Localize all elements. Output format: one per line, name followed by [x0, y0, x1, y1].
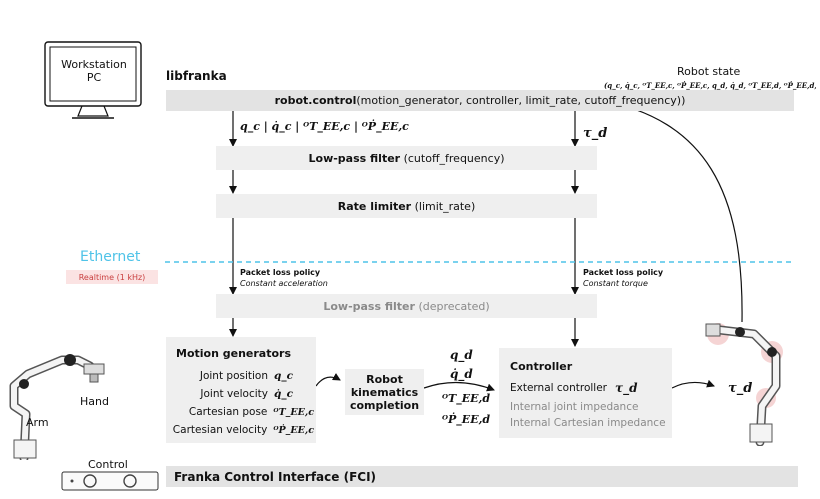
robot-control-bar: robot.control(motion_generator, controll… [166, 90, 794, 111]
kinematics-line1: Robot [366, 372, 403, 386]
realtime-badge: Realtime (1 kHz) [66, 270, 158, 284]
mg-row-label: Joint velocity [200, 388, 268, 400]
robot-state-title: Robot state [677, 65, 741, 78]
packet-loss-left-title: Packet loss policy [240, 268, 321, 277]
controller-title: Controller [510, 360, 573, 373]
control-label: Control [88, 458, 128, 471]
lowpass-deprecated-param: (deprecated) [418, 299, 490, 313]
fci-prefix: Franka Control Interface ( [174, 469, 350, 484]
workstation-line2: PC [86, 71, 102, 84]
lowpass-deprecated-name: Low-pass filter [323, 299, 415, 313]
tau-output: τ_d [728, 381, 753, 396]
rate-limiter-box: Rate limiter (limit_rate) [216, 194, 597, 218]
rate-limiter-param: (limit_rate) [414, 199, 476, 213]
fci-suffix: ) [370, 469, 377, 484]
arrow-mg-to-kinematics [315, 373, 341, 387]
mg-row: Cartesian pose ᴼT_EE,c [170, 403, 314, 421]
robot-state-vars: (q_c, q̇_c, ᴼT_EE,c, ᴼṖ_EE,c, q_d, q̇_d,… [604, 81, 816, 90]
robot-control-fn: robot.control [274, 94, 357, 107]
controller-external-sym: τ_d [615, 381, 638, 395]
workstation-line1: Workstation [61, 58, 127, 71]
hand-label: Hand [80, 395, 109, 408]
packet-loss-left-sub: Constant acceleration [240, 279, 328, 288]
mid-signal-dqd: q̇_d [450, 367, 473, 381]
mg-row: Joint velocity q̇_c [170, 385, 314, 403]
arm-label: Arm [26, 416, 49, 429]
packet-loss-right: Packet loss policy Constant torque [583, 267, 663, 289]
mid-signal-dPd: ᴼṖ_EE,d [442, 413, 491, 426]
lowpass-filter-deprecated-box: Low-pass filter (deprecated) [216, 294, 597, 318]
signals-right: τ_d [583, 126, 608, 141]
mg-row-sym: ᴼT_EE,c [273, 406, 314, 418]
robot-control-args: (motion_generator, controller, limit_rat… [356, 94, 686, 107]
controller-internal-cartesian: Internal Cartesian impedance [510, 417, 666, 429]
controller-internal-joint: Internal joint impedance [510, 401, 639, 413]
control-unit-icon [61, 471, 159, 491]
arrow-controller-to-robot [671, 379, 715, 389]
motion-generators-title: Motion generators [176, 347, 292, 360]
mg-row: Cartesian velocity ᴼṖ_EE,c [170, 421, 314, 439]
mg-row-sym: q_c [274, 370, 293, 382]
controller-external-label: External controller [510, 382, 607, 394]
libfranka-title: libfranka [166, 69, 227, 83]
lowpass-filter-name: Low-pass filter [308, 151, 401, 165]
lowpass-filter-param: (cutoff_frequency) [403, 151, 505, 165]
fci-acronym: FCI [349, 469, 371, 484]
fci-bar: Franka Control Interface (FCI) [166, 466, 798, 487]
kinematics-line3: completion [349, 398, 420, 412]
robot-arm-right-icon [705, 323, 783, 446]
rate-limiter-name: Rate limiter [337, 199, 412, 213]
mg-row: Joint position q_c [170, 367, 314, 385]
mg-row-sym: q̇_c [274, 388, 293, 400]
mg-row-label: Cartesian velocity [172, 424, 268, 436]
workstation-label: Workstation PC [52, 56, 136, 86]
lowpass-filter-box: Low-pass filter (cutoff_frequency) [216, 146, 597, 170]
controller-box: Controller External controller τ_d Intern… [499, 348, 672, 438]
mid-signal-Td: ᴼT_EE,d [442, 392, 491, 405]
kinematics-box: Robot kinematics completion [345, 369, 424, 415]
motion-generators-list: Joint position q_c Joint velocity q̇_c Car… [170, 367, 314, 439]
robot-arm-left-icon [9, 354, 105, 460]
signals-left-text: q_c | q̇_c | ᴼT_EE,c | ᴼṖ_EE,c [240, 120, 409, 133]
kinematics-line2: kinematics [350, 385, 419, 399]
monitor-icon [44, 41, 142, 119]
mg-row-label: Cartesian pose [188, 406, 268, 418]
packet-loss-right-title: Packet loss policy [583, 268, 664, 277]
motion-generators-box: Motion generators Joint position q_c Join… [166, 337, 316, 443]
controller-external: External controller τ_d [510, 381, 637, 395]
packet-loss-left: Packet loss policy Constant acceleration [240, 267, 328, 289]
packet-loss-right-sub: Constant torque [583, 279, 648, 288]
mg-row-sym: ᴼṖ_EE,c [273, 424, 314, 436]
signals-left: q_c | q̇_c | ᴼT_EE,c | ᴼṖ_EE,c [240, 120, 409, 133]
arrow-kinematics-to-controller [423, 381, 495, 392]
mid-signal-qd: q_d [450, 348, 473, 362]
mg-row-label: Joint position [199, 370, 268, 382]
ethernet-label: Ethernet [80, 249, 141, 265]
